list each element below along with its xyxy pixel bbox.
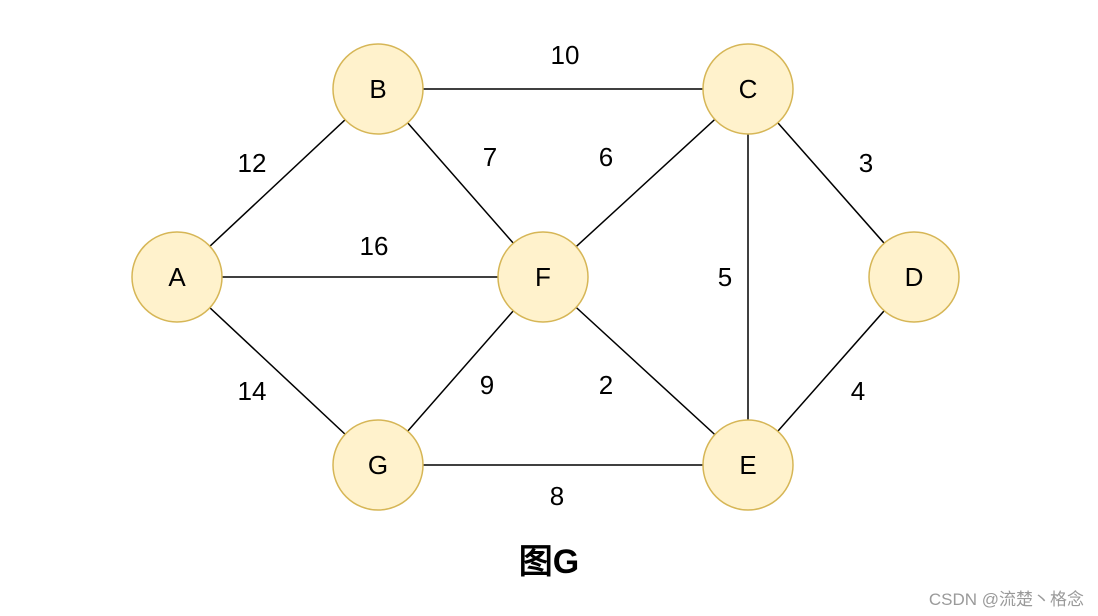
edge-f-c: [542, 88, 749, 278]
node-label-f: F: [535, 262, 551, 292]
edge-f-e: [542, 276, 749, 466]
weight-c-d: 3: [859, 148, 873, 178]
node-e: E: [702, 419, 794, 511]
node-label-d: D: [905, 262, 924, 292]
weight-b-f: 7: [483, 142, 497, 172]
weight-a-f: 16: [360, 231, 389, 261]
edge-a-g: [176, 276, 379, 466]
figure-caption: 图G: [518, 543, 580, 581]
weight-d-e: 4: [851, 376, 865, 406]
weight-a-b: 12: [238, 148, 267, 178]
node-label-g: G: [368, 450, 388, 480]
node-label-c: C: [739, 74, 758, 104]
node-f: F: [497, 231, 589, 323]
node-d: D: [868, 231, 960, 323]
node-label-b: B: [369, 74, 386, 104]
weight-g-e: 8: [550, 481, 564, 511]
node-b: B: [332, 43, 424, 135]
watermark: CSDN @流楚丶格念: [928, 590, 1084, 609]
edge-a-b: [176, 88, 379, 278]
weight-a-g: 14: [238, 376, 267, 406]
node-label-a: A: [168, 262, 186, 292]
weight-g-f: 9: [480, 370, 494, 400]
weight-f-c: 6: [599, 142, 613, 172]
node-c: C: [702, 43, 794, 135]
node-label-e: E: [739, 450, 756, 480]
weight-f-e: 2: [599, 370, 613, 400]
weight-c-e: 5: [718, 262, 732, 292]
weight-b-c: 10: [551, 40, 580, 70]
node-a: A: [131, 231, 223, 323]
node-g: G: [332, 419, 424, 511]
edge-weights: 12 10 7 6 3 16 5 14 9 2 4 8: [238, 40, 874, 511]
